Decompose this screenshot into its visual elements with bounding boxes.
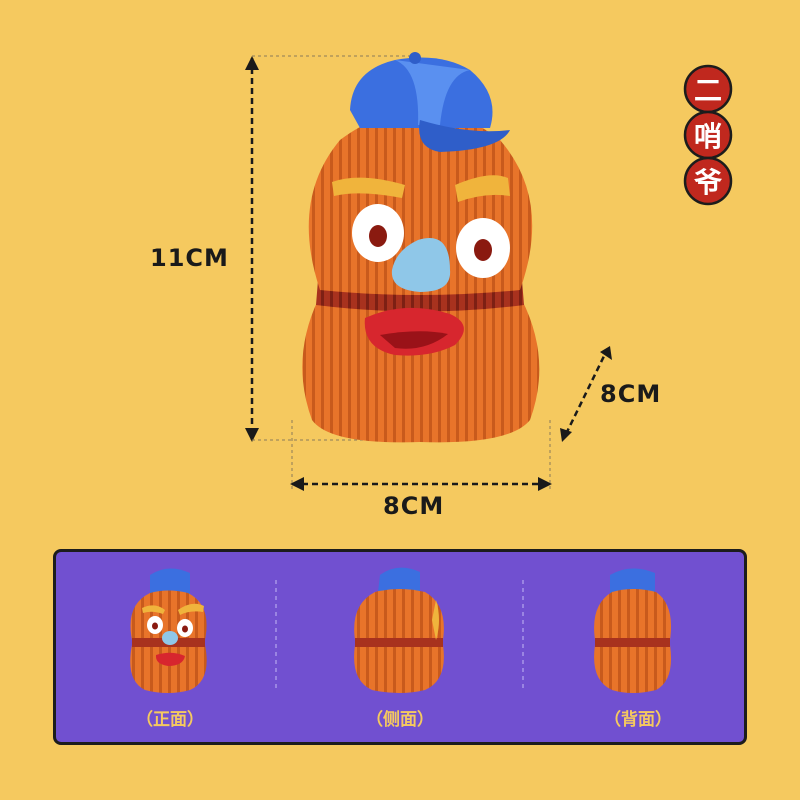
brand-seal: 二 哨 爷 xyxy=(682,64,734,206)
main-figure xyxy=(245,52,612,491)
width-dimension-line xyxy=(290,420,552,491)
back-view-label: （背面） xyxy=(604,710,672,730)
right-eye xyxy=(456,218,510,278)
seal-char-2: 哨 xyxy=(693,120,722,153)
height-label: 11CM xyxy=(150,244,229,272)
seal-char-1: 二 xyxy=(693,74,722,107)
depth-label: 8CM xyxy=(600,380,662,408)
back-view-figure xyxy=(594,568,672,693)
front-view-label: （正面） xyxy=(136,710,204,730)
front-view-figure xyxy=(130,568,207,693)
width-label: 8CM xyxy=(383,492,445,520)
hat xyxy=(350,52,510,152)
lower-body xyxy=(302,300,540,443)
side-view-figure xyxy=(354,567,444,693)
depth-dimension-line xyxy=(560,346,612,442)
seal-char-3: 爷 xyxy=(693,166,722,199)
right-eyebrow xyxy=(455,175,510,202)
left-eyebrow xyxy=(332,177,405,198)
left-eye xyxy=(352,204,404,262)
side-view-label: （侧面） xyxy=(366,710,434,730)
nose xyxy=(391,238,451,292)
